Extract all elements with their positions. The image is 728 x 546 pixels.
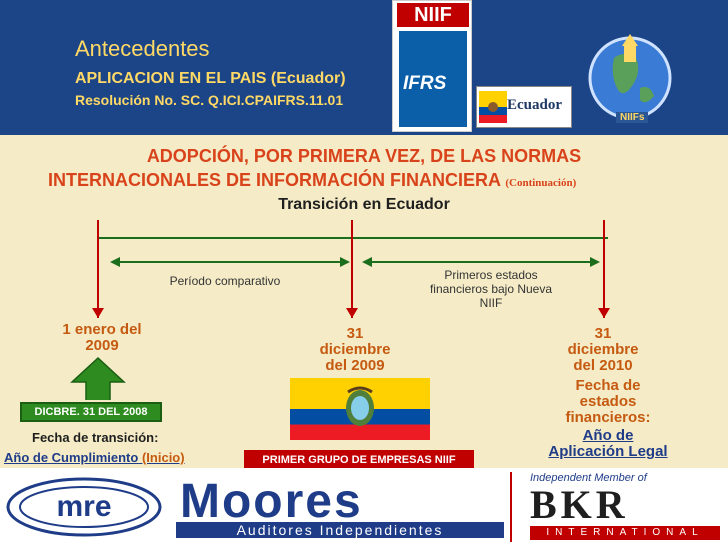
moores-subtitle: Auditores Independientes [176, 522, 504, 538]
primer-grupo-banner: PRIMER GRUPO DE EMPRESAS NIIF [244, 450, 474, 470]
book-cover [399, 31, 467, 127]
first-statements-label: Primeros estados financieros bajo Nueva … [429, 268, 553, 310]
period-arrow-right-head [340, 257, 350, 267]
date-dec-2009: 31 diciembre del 2009 [300, 326, 410, 374]
date-dec-2010: 31 diciembre del 2010 [548, 326, 658, 374]
ano-cumplimiento-label: Año de Cumplimiento (Inicio) [4, 450, 185, 465]
fecha-estados: Fecha de estados financieros: [548, 378, 668, 426]
header-band: Antecedentes APLICACION EN EL PAIS (Ecua… [0, 0, 728, 135]
book-ifrs-label: IFRS [403, 73, 447, 94]
bkr-logo: Independent Member of BKR INTERNATIONAL [510, 472, 726, 542]
bkr-logo-text: BKR [530, 482, 629, 527]
date-jan-2009: 1 enero del 2009 [44, 322, 160, 354]
date-jan-2009-line1: 1 enero del [62, 321, 142, 338]
moores-logo: Moores Auditores Independientes [176, 475, 504, 540]
period-arrow-left-head [110, 257, 120, 267]
ifrs-book-image: NIIF IFRS [392, 0, 472, 132]
ecuador-flag-icon [479, 91, 507, 123]
book-niif-label: NIIF [397, 3, 469, 27]
ano-cumplimiento-text: Año de Cumplimiento [4, 450, 139, 465]
inicio-label: (Inicio) [141, 450, 185, 465]
continuation-label: (Continuación) [505, 177, 577, 189]
up-arrow-icon [70, 356, 126, 400]
date-dec-2010-line1: 31 [594, 325, 612, 342]
timeline-diagram [70, 220, 610, 400]
timeline-arrowhead-2 [346, 308, 358, 318]
resolution-ref: Resolución No. SC. Q.ICI.CPAIFRS.11.01 [75, 92, 344, 108]
timeline-arrowhead-1 [92, 308, 104, 318]
fecha-estados-line1: Fecha de [575, 377, 641, 394]
ano-aplicacion-line1: Año de [582, 427, 634, 444]
date-dec-2009-line3: del 2009 [325, 357, 385, 374]
date-dec-2010-line3: del 2010 [573, 357, 633, 374]
mre-logo: mre [6, 477, 162, 537]
ecuador-badge-label: Ecuador [507, 97, 563, 113]
date-dec-2009-line1: 31 [346, 325, 364, 342]
fecha-estados-line2: estados [579, 393, 637, 410]
globe-niifs-label: NIIFs [616, 112, 649, 123]
moores-logo-text: Moores [180, 475, 363, 528]
first-arrow-left-head [362, 257, 372, 267]
slide-subtitle: APLICACION EN EL PAIS (Ecuador) [75, 70, 346, 87]
footer-logos: mre Moores Auditores Independientes Inde… [0, 468, 728, 546]
bkr-international-bar: INTERNATIONAL [530, 526, 720, 540]
globe-icon [588, 34, 672, 120]
period-comparative-label: Período comparativo [169, 274, 281, 288]
ecuador-badge: Ecuador [476, 86, 572, 128]
mre-logo-text: mre [56, 490, 111, 523]
timeline-arrowhead-3 [598, 308, 610, 318]
bkr-member-text: Independent Member of [530, 472, 647, 484]
ecuador-flag-image [290, 378, 430, 440]
date-dec-2009-line2: diciembre [319, 341, 391, 358]
slide-title: Antecedentes [75, 36, 210, 61]
ano-aplicacion-line2: Aplicación Legal [548, 443, 668, 460]
fecha-transicion-label: Fecha de transición: [32, 430, 159, 445]
main-heading-line2: INTERNACIONALES DE INFORMACIÓN FINANCIER… [48, 170, 576, 191]
ano-aplicacion: Año de Aplicación Legal [538, 428, 678, 460]
main-heading-line2-text: INTERNACIONALES DE INFORMACIÓN FINANCIER… [48, 170, 501, 190]
main-heading-line1: ADOPCIÓN, POR PRIMERA VEZ, DE LAS NORMAS [146, 146, 582, 166]
first-arrow-right-head [590, 257, 600, 267]
transition-subtitle: Transición en Ecuador [278, 196, 450, 213]
fecha-estados-line3: financieros: [565, 409, 651, 426]
date-dec-2010-line2: diciembre [567, 341, 639, 358]
transition-date-box: DICBRE. 31 DEL 2008 [20, 402, 162, 422]
date-jan-2009-line2: 2009 [85, 337, 119, 354]
